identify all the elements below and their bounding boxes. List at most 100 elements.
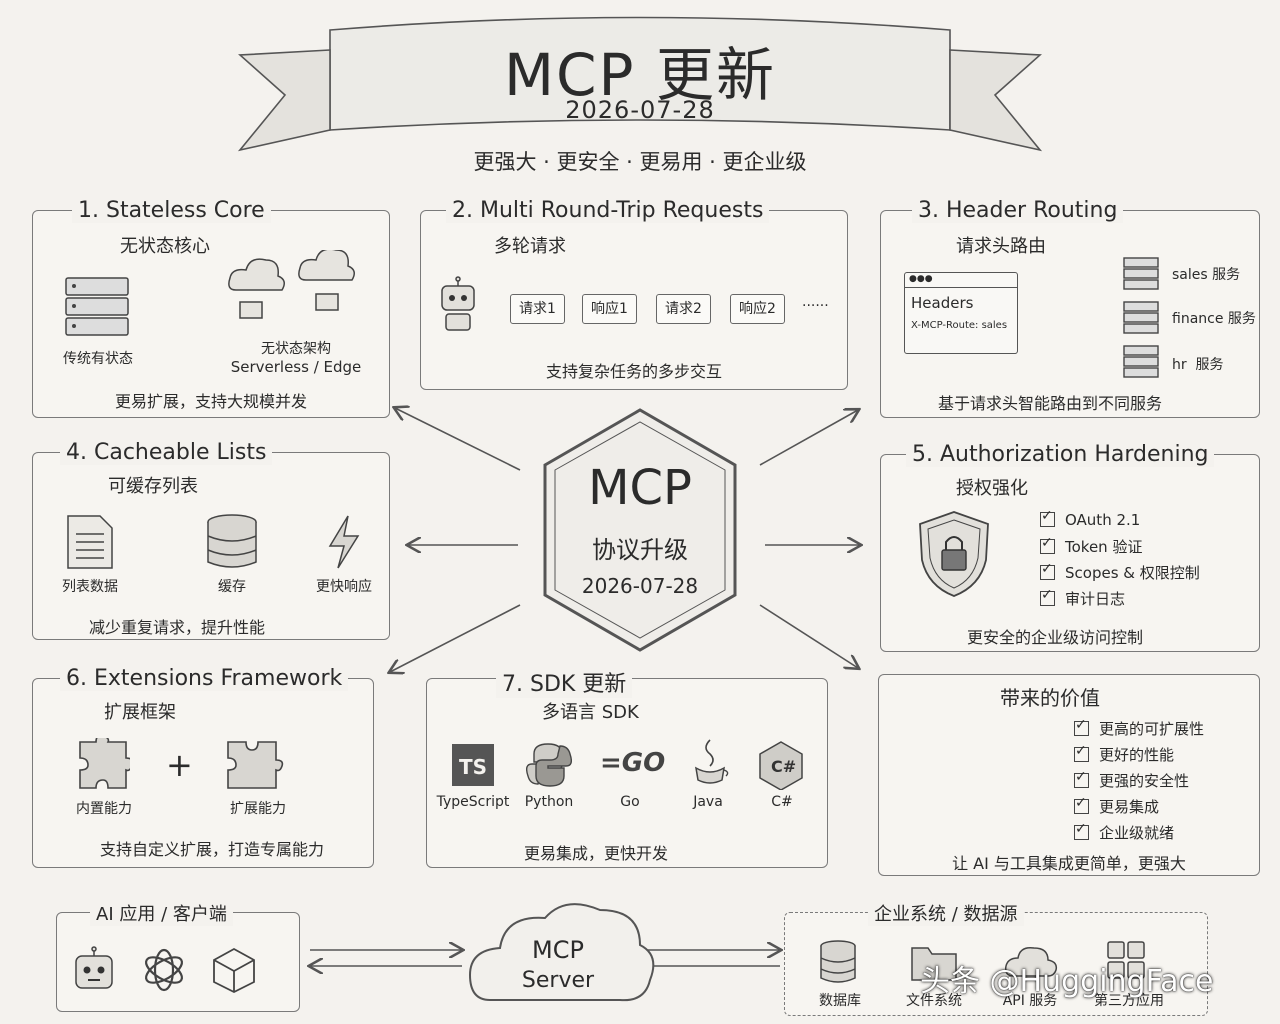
cloud-serverless-icon (228, 250, 355, 319)
folder-icon (911, 947, 957, 981)
stateless-subtitle: 无状态核心 (120, 236, 210, 257)
auth-item-oauth: OAuth 2.1 (1040, 508, 1140, 529)
typescript-icon: TS (452, 744, 494, 786)
value-footer: 让 AI 与工具集成更简单，更强大 (952, 854, 1186, 873)
openai-knot-icon (145, 948, 183, 992)
csharp-icon: C# (759, 741, 803, 790)
server-label-server: Server (521, 968, 595, 993)
cacheable-footer: 减少重复请求，提升性能 (88, 618, 265, 637)
request-1-step: 请求1 (510, 294, 565, 324)
stateful-label: 传统有状态 (63, 351, 133, 367)
database-icon (820, 940, 856, 983)
center-date: 2026-07-28 (581, 574, 699, 598)
sdk-title: 7. SDK 更新 (496, 666, 633, 698)
database-cache-icon (207, 514, 257, 568)
sdk-subtitle: 多语言 SDK (542, 702, 639, 723)
cacheable-subtitle: 可缓存列表 (108, 476, 198, 497)
response-1-step: 响应1 (582, 294, 637, 324)
service-sales: sales 服务 (1172, 267, 1241, 283)
extensions-title: 6. Extensions Framework (60, 666, 349, 691)
routing-title: 3. Header Routing (912, 198, 1124, 223)
mcp-server-cloud (468, 903, 655, 1002)
stateless-footer: 更易扩展，支持大规模并发 (114, 392, 307, 411)
faster-response-label: 更快响应 (316, 579, 372, 595)
extensions-subtitle: 扩展框架 (104, 702, 176, 723)
radial-arrows (390, 408, 860, 672)
headers-panel-value: X-MCP-Route: sales (911, 320, 1008, 331)
serverless-edge-label: Serverless / Edge (230, 358, 362, 376)
multiround-footer: 支持复杂任务的多步交互 (545, 362, 722, 381)
sdk-csharp: C# (771, 794, 793, 810)
enterprise-title: 企业系统 / 数据源 (868, 900, 1024, 926)
server-label-mcp: MCP (532, 936, 584, 964)
service-finance: finance 服务 (1172, 311, 1256, 327)
routing-subtitle: 请求头路由 (956, 236, 1046, 257)
robot-icon (441, 276, 475, 331)
auth-item-scopes: Scopes & 权限控制 (1040, 561, 1200, 583)
center-hexagon (543, 408, 737, 652)
service-hr: hr 服务 (1172, 357, 1224, 373)
cacheable-title: 4. Cacheable Lists (60, 440, 273, 465)
server-rack-icon (65, 277, 129, 336)
python-icon (526, 743, 572, 787)
lightning-icon (328, 515, 360, 569)
puzzle-extension-icon (227, 741, 284, 789)
java-icon (695, 739, 729, 784)
sdk-python: Python (524, 794, 574, 810)
multiround-subtitle: 多轮请求 (494, 236, 566, 257)
enterprise-database: 数据库 (819, 993, 861, 1009)
extensions-footer: 支持自定义扩展，打造专属能力 (99, 840, 324, 859)
shield-lock-icon (919, 511, 989, 597)
builtin-capability-label: 内置能力 (76, 801, 132, 817)
sdk-java: Java (693, 794, 723, 810)
client-title: AI 应用 / 客户端 (90, 900, 233, 926)
cube-icon (213, 947, 255, 994)
sdk-footer: 更易集成，更快开发 (523, 844, 668, 863)
value-item-security: 更强的安全性 (1074, 769, 1189, 791)
sdk-go: Go (620, 794, 640, 810)
stateless-title: 1. Stateless Core (72, 198, 271, 223)
extension-capability-label: 扩展能力 (230, 801, 286, 817)
header-date: 2026-07-28 (565, 96, 715, 124)
puzzle-builtin-icon (79, 738, 130, 789)
svg-text:C#: C# (771, 757, 796, 776)
request-2-step: 请求2 (656, 294, 711, 324)
stateless-architecture-label: 无状态架构 (261, 341, 331, 357)
enterprise-filesystem: 文件系统 (906, 993, 962, 1009)
service-stack-icons (1123, 257, 1159, 378)
auth-title: 5. Authorization Hardening (906, 442, 1215, 467)
auth-subtitle: 授权强化 (956, 478, 1028, 499)
center-label: 协议升级 (592, 536, 688, 564)
sdk-typescript: TypeScript (436, 794, 510, 810)
center-mcp: MCP (588, 460, 692, 516)
document-list-icon (67, 515, 113, 569)
header-tagline: 更强大 · 更安全 · 更易用 · 更企业级 (473, 150, 807, 174)
value-item-performance: 更好的性能 (1074, 743, 1174, 765)
headers-panel-title: Headers (911, 294, 974, 312)
enterprise-third-party: 第三方应用 (1094, 993, 1164, 1009)
auth-footer: 更安全的企业级访问控制 (966, 628, 1143, 647)
multiround-title: 2. Multi Round-Trip Requests (446, 198, 770, 223)
cache-label: 缓存 (218, 579, 246, 595)
extensions-plus: + (166, 746, 193, 784)
auth-item-token: Token 验证 (1040, 535, 1142, 557)
watermark: 头条 @HuggingFace (920, 964, 1214, 999)
value-title: 带来的价值 (1000, 686, 1100, 710)
value-item-integration: 更易集成 (1074, 795, 1159, 817)
headers-panel: ●●● Headers X-MCP-Route: sales (904, 272, 1018, 354)
value-item-enterprise: 企业级就绪 (1074, 821, 1174, 843)
api-cloud-icon (1004, 946, 1058, 977)
steps-ellipsis: ······ (802, 298, 829, 314)
routing-footer: 基于请求头智能路由到不同服务 (937, 394, 1162, 413)
title-banner (237, 16, 1043, 152)
apps-grid-icon (1107, 941, 1145, 979)
value-item-scalability: 更高的可扩展性 (1074, 717, 1204, 739)
page-title: MCP 更新 (504, 41, 776, 109)
response-2-step: 响应2 (730, 294, 785, 324)
enterprise-api: API 服务 (1002, 993, 1058, 1009)
list-data-label: 列表数据 (62, 579, 118, 595)
go-icon: =GO (600, 748, 666, 778)
value-card (878, 674, 1260, 876)
auth-item-audit: 审计日志 (1040, 587, 1125, 609)
client-robot-icon (75, 946, 113, 989)
